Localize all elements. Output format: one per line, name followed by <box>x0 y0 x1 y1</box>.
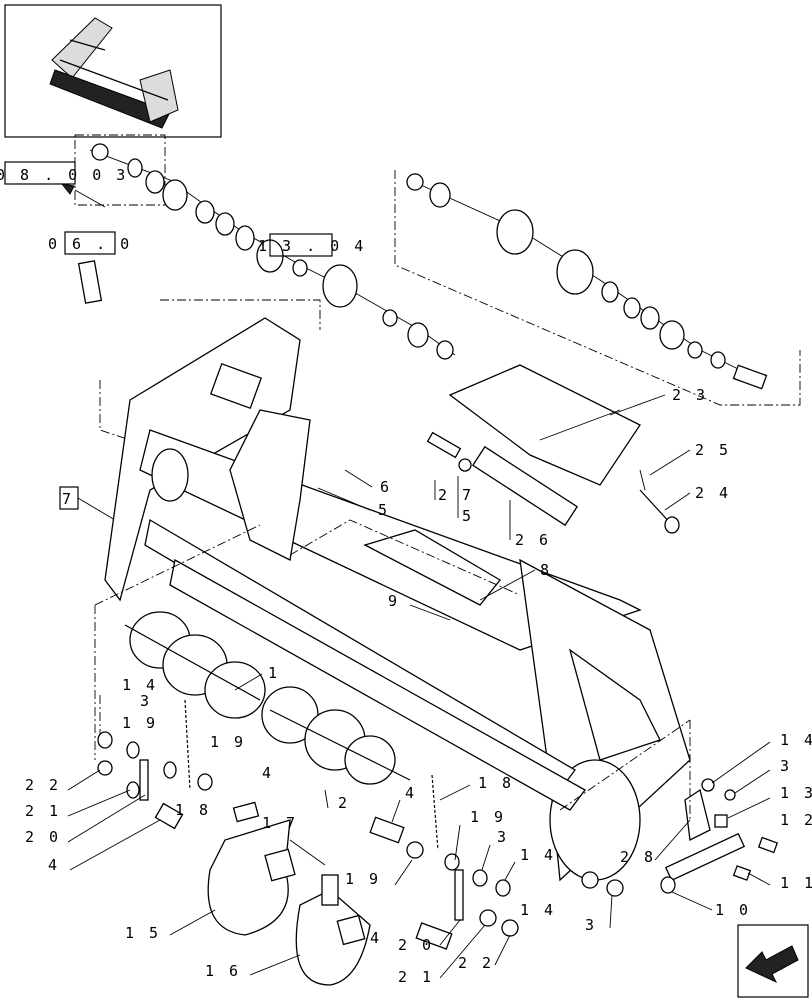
callout-label: 1 8 <box>175 801 211 819</box>
next-page-arrow-icon[interactable] <box>737 924 809 998</box>
reference-box-7[interactable]: 7 <box>59 486 116 521</box>
left-drive-shaft <box>74 134 456 360</box>
callout-label: 2 5 <box>695 441 731 459</box>
reference-label: 0 8 . 0 0 3 <box>0 166 128 184</box>
reference-box-13-04[interactable]: 1 3 . 0 4 <box>258 233 366 257</box>
callout-label: 2 7 <box>438 486 474 504</box>
top-cover-plate <box>448 364 641 486</box>
callout-label: 1 4 <box>520 846 556 864</box>
callout-label: 1 3 <box>780 784 812 802</box>
callout-label: 2 2 <box>25 776 61 794</box>
callout-label: 1 9 <box>345 870 381 888</box>
reference-label: 1 3 . 0 4 <box>258 237 366 255</box>
callout-label: 3 <box>780 757 792 775</box>
inset-rotor-image <box>49 17 179 129</box>
callout-label: 4 <box>48 856 60 874</box>
callout-label: 1 5 <box>125 924 161 942</box>
callout-label: 1 2 <box>780 811 812 829</box>
reference-box-08-003[interactable]: 0 8 . 0 0 3 <box>0 161 128 208</box>
reference-box-06-0[interactable]: 0 6 . 0 <box>48 231 132 304</box>
callout-label: 2 4 <box>695 484 731 502</box>
callout-label: 8 <box>540 561 552 579</box>
left-hardware-stack <box>97 695 260 830</box>
left-auger <box>124 611 266 719</box>
callout-label: 9 <box>388 592 400 610</box>
callout-label: 1 9 <box>210 733 246 751</box>
callout-label: 1 1 <box>780 874 812 892</box>
callout-label: 6 <box>380 478 392 496</box>
callout-label: 1 9 <box>122 714 158 732</box>
callout-label: 1 0 <box>715 901 751 919</box>
callout-label: 2 3 <box>672 386 708 404</box>
callout-label: 2 <box>338 794 350 812</box>
callout-label: 2 0 <box>25 828 61 846</box>
middle-cover-plate <box>289 519 521 606</box>
strap-15 <box>207 819 296 936</box>
callout-label: 1 7 <box>262 814 298 832</box>
callout-label: 1 8 <box>478 774 514 792</box>
inset-thumbnail[interactable] <box>4 4 222 138</box>
reference-label: 0 6 . 0 <box>48 235 132 253</box>
reference-label: 7 <box>62 490 74 508</box>
callout-label: 1 6 <box>205 962 241 980</box>
callout-label: 1 4 <box>520 901 556 919</box>
callout-label: 2 1 <box>25 802 61 820</box>
callout-labels: 2 3 2 5 2 4 2 7 5 2 6 6 5 8 9 1 1 4 3 1 … <box>25 386 812 986</box>
callout-label: 4 <box>370 929 382 947</box>
comb-strip <box>94 518 586 811</box>
callout-label: 3 <box>140 692 152 710</box>
callout-label: 4 <box>405 784 417 802</box>
callout-label: 2 2 <box>458 954 494 972</box>
callout-label: 1 <box>268 664 280 682</box>
callout-label: 2 6 <box>515 531 551 549</box>
strap-16 <box>295 874 371 986</box>
right-hardware-stack <box>369 774 624 950</box>
callout-label: 1 9 <box>470 808 506 826</box>
callout-label: 3 <box>585 916 597 934</box>
callout-label: 1 4 <box>122 676 158 694</box>
right-auger <box>261 686 411 785</box>
callout-label: 5 <box>462 507 474 525</box>
callout-label: 1 4 <box>780 731 812 749</box>
right-drive-shaft <box>394 170 801 406</box>
callout-label: 4 <box>262 764 274 782</box>
callout-label: 3 <box>497 828 509 846</box>
callout-label: 5 <box>378 501 390 519</box>
callout-label: 2 1 <box>398 968 434 986</box>
pin-and-sleeve <box>426 431 680 534</box>
callout-label: 2 0 <box>398 936 434 954</box>
callout-label: 2 8 <box>620 848 656 866</box>
right-lever-assembly <box>559 719 779 894</box>
